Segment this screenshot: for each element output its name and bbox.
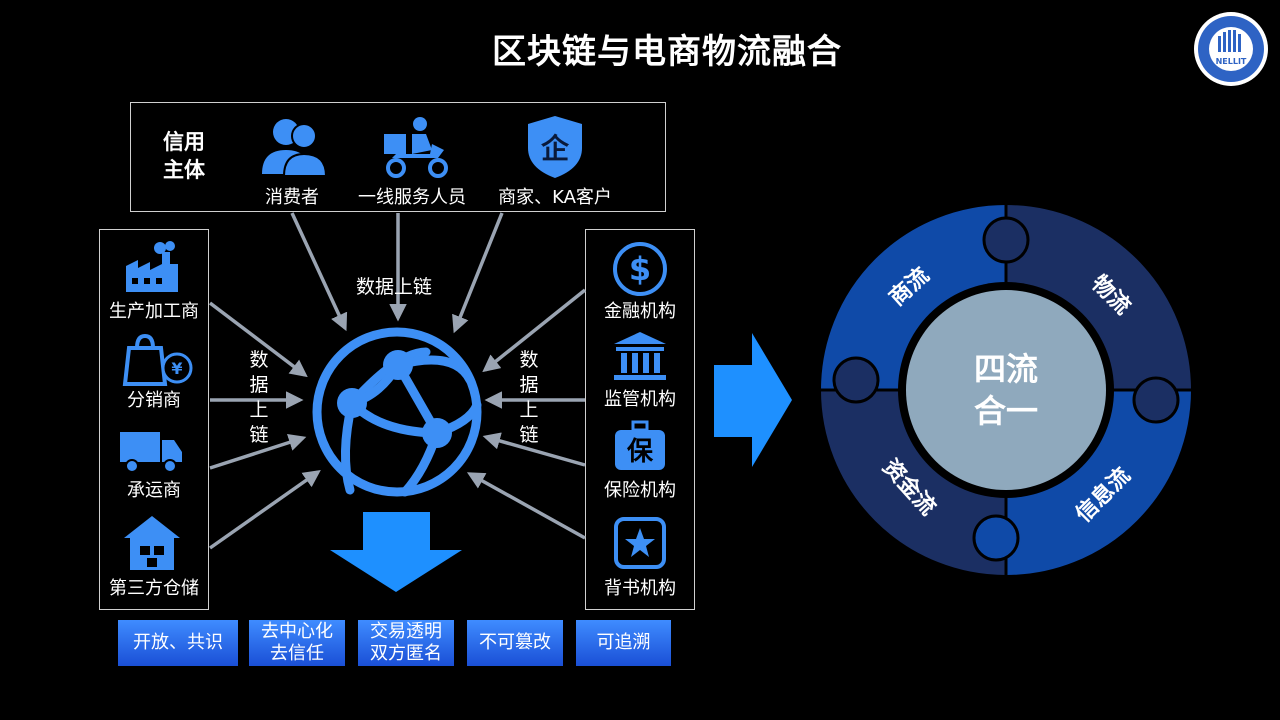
flow-arrow: [208, 301, 308, 378]
right-item-label: 保险机构: [604, 480, 676, 501]
ring-center-line2: 合一: [974, 392, 1038, 430]
right-item-label: 背书机构: [604, 578, 676, 599]
feature-tag: 不可篡改: [467, 620, 563, 666]
flow-arrow: [452, 212, 504, 334]
credit-item-label: 一线服务人员: [358, 187, 466, 208]
flow-label-right: 数 据 上 链: [519, 349, 539, 446]
left-item-label: 分销商: [127, 390, 181, 411]
flow-arrow: [208, 469, 321, 550]
ring-center-line1: 四流: [974, 350, 1038, 388]
puzzle-knob: [972, 514, 1020, 562]
warehouse-icon: [122, 514, 182, 572]
feature-tag: 去中心化去信任: [249, 620, 345, 666]
star-badge-icon: [613, 516, 667, 570]
feature-tag: 可追溯: [576, 620, 671, 666]
left-item-label: 承运商: [127, 480, 181, 501]
users-icon: [258, 114, 330, 178]
right-item-label: 监管机构: [604, 389, 676, 410]
delivery-scooter-icon: [382, 114, 452, 180]
insurance-icon: 保: [613, 420, 667, 472]
svg-text:$: $: [629, 250, 651, 288]
flow-label-left: 数 据 上 链: [249, 349, 269, 446]
feature-tag: 开放、共识: [118, 620, 238, 666]
left-item-label: 第三方仓储: [109, 578, 199, 599]
credit-item-label: 消费者: [265, 187, 319, 208]
credit-subject-box: [130, 102, 666, 212]
data-flow-arrows: [208, 212, 792, 592]
logo-text: NELLIT: [1216, 57, 1247, 66]
down-arrow: [330, 512, 462, 592]
credit-subject-label: 信用 主体: [163, 130, 205, 182]
flow-arrow: [482, 432, 586, 467]
flow-arrow: [209, 433, 307, 470]
puzzle-knob: [832, 356, 880, 404]
government-building-icon: [612, 330, 668, 382]
globe-nodes: [337, 350, 452, 448]
page-title: 区块链与电商物流融合: [492, 32, 842, 72]
right-arrow: [714, 333, 792, 467]
factory-icon: [124, 240, 180, 294]
flow-arrow: [290, 212, 348, 332]
puzzle-knob: [1132, 376, 1180, 424]
left-participants-box: [99, 229, 209, 610]
right-participants-box: [585, 229, 695, 610]
flow-label-top: 数据上链: [355, 276, 432, 298]
feature-tag: 交易透明双方匿名: [358, 620, 454, 666]
left-item-label: 生产加工商: [109, 301, 199, 322]
flow-arrow: [482, 288, 587, 373]
logo: NELLIT: [1192, 10, 1270, 88]
credit-item-label: 商家、KA客户: [498, 187, 612, 208]
puzzle-knob: [982, 216, 1030, 264]
svg-text:企: 企: [541, 132, 570, 165]
dollar-coin-icon: $: [611, 240, 669, 298]
four-flows-ring: 商流 物流 资金流 信息流 四流 合一: [819, 203, 1193, 577]
truck-icon: [118, 430, 184, 474]
svg-text:保: 保: [626, 437, 654, 467]
ring-center: [906, 290, 1106, 490]
shopping-bag-yen-icon: ¥: [121, 334, 193, 386]
svg-text:¥: ¥: [171, 359, 182, 378]
enterprise-shield-icon: 企: [524, 114, 586, 180]
flow-arrow: [466, 472, 586, 540]
right-item-label: 金融机构: [604, 301, 676, 322]
